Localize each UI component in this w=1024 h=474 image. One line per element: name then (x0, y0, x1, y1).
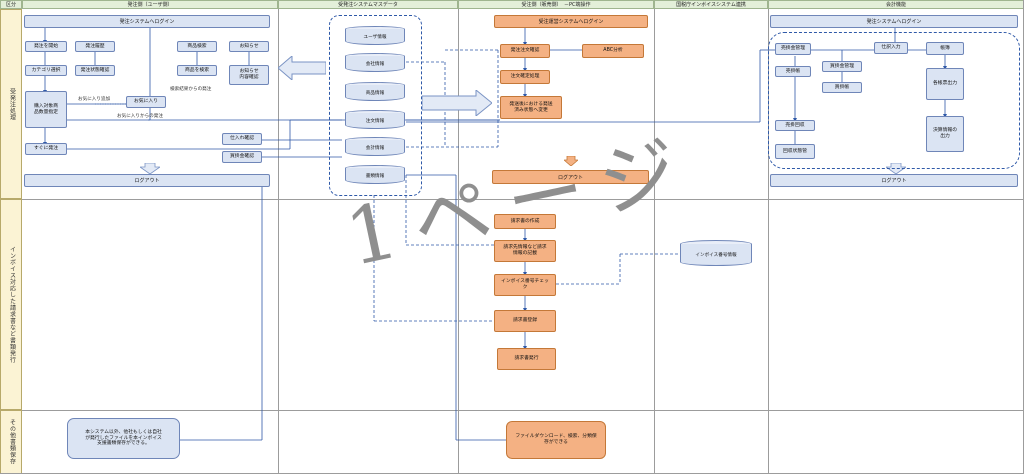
header-master: 受発注システムマスデータ (278, 0, 458, 9)
invoice-info-button[interactable]: 請求先情報など請求 情報の記載 (494, 240, 556, 262)
file-download-box[interactable]: ファイルダウンロード、検索、分類保 存ができる (506, 421, 606, 459)
row-divider (22, 410, 1024, 411)
header-kubun: 区分 (0, 0, 22, 9)
ar-manage-button[interactable]: 売掛金管理 (775, 43, 811, 55)
db-product-info: 商品情報 (345, 82, 405, 101)
ledger-button[interactable]: 帳簿 (926, 42, 964, 55)
invoice-register-button[interactable]: 請求書登録 (494, 310, 556, 332)
accounting-group (768, 32, 1020, 169)
column-divider (654, 9, 655, 474)
order-history-button[interactable]: 発注履歴 (75, 41, 115, 52)
db-accounting-info: 会計情報 (345, 137, 405, 156)
seller-logout-bar[interactable]: ログアウト (492, 170, 649, 184)
collection-button[interactable]: 売掛回収 (775, 120, 815, 131)
lane-label-invoice: インボイス対応した請求書など書類発行 (0, 199, 22, 410)
header-seller: 受注側（販売側） －PC端操作 (458, 0, 654, 9)
select-items-button[interactable]: 購入対象商 品数量指定 (25, 91, 67, 128)
column-divider (458, 9, 459, 474)
order-confirm-button[interactable]: 発注注文確認 (500, 44, 550, 58)
notice-detail-button[interactable]: お知らせ 内容確認 (229, 65, 269, 85)
invoice-number-check-button[interactable]: インボイス番号チェッ ク (494, 274, 556, 296)
master-db-group (329, 15, 422, 196)
order-finalize-button[interactable]: 注文確定処理 (500, 70, 550, 84)
search-products-button[interactable]: 商品を検索 (177, 65, 217, 76)
favorites-button[interactable]: お気に入り (126, 96, 166, 108)
statements-output-button[interactable]: 各帳票出力 (926, 68, 964, 100)
start-order-button[interactable]: 発注を開始 (25, 41, 67, 52)
user-login-bar[interactable]: 発注システムへログイン (24, 15, 270, 28)
collection-status-button[interactable]: 回収状態管 (775, 144, 815, 159)
order-status-button[interactable]: 発注状態確認 (75, 65, 115, 76)
journal-entry-button[interactable]: 仕訳入力 (874, 42, 908, 54)
order-now-button[interactable]: すぐに発注 (25, 143, 67, 155)
ap-book-button[interactable]: 買掛帳 (822, 82, 862, 93)
row-divider (22, 199, 1024, 200)
invoice-create-button[interactable]: 請求書の作成 (494, 214, 556, 229)
payable-confirm-button[interactable]: 買掛金確認 (222, 151, 262, 163)
header-user: 発注側（ユーザ側） (22, 0, 278, 9)
db-invoice-number: インボイス番号情報 (680, 240, 752, 266)
column-divider (768, 9, 769, 474)
search-result-order-label: 検索結果からの発注 (170, 87, 212, 92)
db-order-info: 注文情報 (345, 110, 405, 129)
db-user-info: ユーザ情報 (345, 26, 405, 45)
db-company-info: 会社情報 (345, 53, 405, 72)
lane-label-ordering: 受発注処理 (0, 9, 22, 199)
favorite-order-label: お気に入りからの発注 (117, 114, 163, 119)
ar-book-button[interactable]: 売掛帳 (775, 66, 811, 77)
product-search-button[interactable]: 商品検索 (177, 41, 217, 52)
storage-note: 本システム以外、他社もしくは自社 が発行したファイルを本インボイス 支援書類保存… (67, 418, 180, 459)
shipping-status-button[interactable]: 発送後における発送 済み状態へ変更 (500, 96, 562, 119)
settlement-output-button[interactable]: 決算情報の 出力 (926, 116, 964, 152)
purchase-confirm-button[interactable]: 仕入れ確認 (222, 133, 262, 145)
orange-arrow-down-icon (564, 156, 578, 166)
seller-login-bar[interactable]: 受注運営システムへログイン (494, 15, 648, 28)
accounting-login-bar[interactable]: 発注システムへログイン (770, 15, 1018, 28)
ap-manage-button[interactable]: 買掛金管理 (822, 61, 862, 72)
hollow-arrow-right-icon (422, 90, 492, 116)
db-document-info: 書類情報 (345, 165, 405, 184)
category-select-button[interactable]: カテゴリ選択 (25, 65, 67, 76)
hollow-arrow-down-icon (140, 163, 160, 174)
column-divider (278, 9, 279, 474)
hollow-arrow-left-icon (278, 56, 326, 80)
favorite-add-label: お気に入り追加 (78, 97, 111, 102)
header-invoice-sys: 国税庁インボイスシステム連携 (654, 0, 768, 9)
accounting-logout-bar[interactable]: ログアウト (770, 174, 1018, 187)
notice-button[interactable]: お知らせ (229, 41, 269, 52)
user-logout-bar[interactable]: ログアウト (24, 174, 270, 187)
invoice-issue-button[interactable]: 請求書発行 (497, 348, 556, 370)
abc-analysis-button[interactable]: ABC分析 (582, 44, 644, 58)
